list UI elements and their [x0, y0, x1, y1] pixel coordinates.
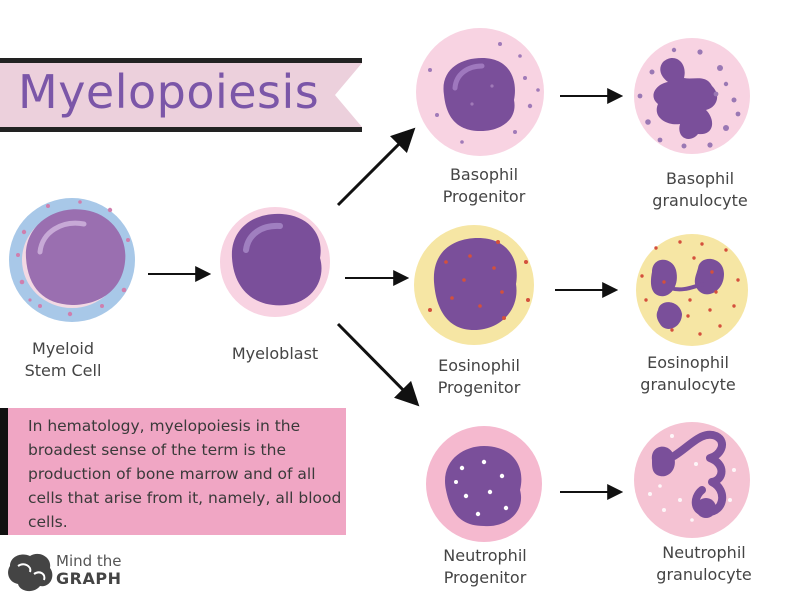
basophil-progenitor-label: Basophil Progenitor: [425, 164, 543, 208]
brand-name-line1: Mind the: [56, 552, 122, 570]
neutrophil-granulocyte-label: Neutrophil granulocyte: [642, 542, 766, 586]
basophil-progenitor-illustration: [416, 28, 544, 156]
stem-cell-label-line1: Myeloid: [32, 339, 94, 358]
neutrophil-progenitor-illustration: [426, 426, 542, 542]
myeloblast-label: Myeloblast: [220, 343, 330, 365]
eosinophil-granulocyte-label-line2: granulocyte: [640, 375, 736, 394]
basophil-progenitor-label-line1: Basophil: [449, 165, 519, 184]
title-banner: [0, 58, 362, 132]
stem-cell-label-line2: Stem Cell: [24, 361, 102, 380]
basophil-progenitor-label-line2: Progenitor: [442, 187, 526, 206]
eosinophil-progenitor-label-line2: Progenitor: [437, 378, 521, 397]
eosinophil-granulocyte-label: Eosinophil granulocyte: [626, 352, 750, 396]
basophil-granulocyte-label-line1: Basophil: [665, 169, 735, 188]
description-text: In hematology, myelopoiesis in the broad…: [28, 417, 342, 531]
basophil-granulocyte-illustration: [634, 38, 750, 154]
eosinophil-progenitor-illustration: [414, 225, 534, 345]
basophil-granulocyte-label-line2: granulocyte: [652, 191, 748, 210]
arrow-myeloblast-to-neutrophil: [336, 322, 420, 407]
neutrophil-progenitor-label-line1: Neutrophil: [443, 546, 527, 565]
stem-cell-label: Myeloid Stem Cell: [18, 338, 108, 382]
neutrophil-progenitor-label: Neutrophil Progenitor: [426, 545, 544, 589]
page-title: Myelopoiesis: [18, 65, 320, 119]
brand-logo-icon: [8, 553, 53, 592]
arrow-myeloblast-to-basophil: [336, 127, 416, 207]
basophil-granulocyte-label: Basophil granulocyte: [638, 168, 762, 212]
brand-name-line2: GRAPH: [56, 569, 122, 588]
stem-cell-illustration: [9, 198, 135, 322]
eosinophil-progenitor-label-line1: Eosinophil: [438, 356, 520, 375]
neutrophil-granulocyte-label-line1: Neutrophil: [662, 543, 746, 562]
eosinophil-progenitor-label: Eosinophil Progenitor: [420, 355, 538, 399]
neutrophil-progenitor-label-line2: Progenitor: [443, 568, 527, 587]
brand-name: Mind the GRAPH: [56, 552, 122, 588]
eosinophil-granulocyte-label-line1: Eosinophil: [647, 353, 729, 372]
myeloblast-illustration: [220, 207, 330, 317]
neutrophil-granulocyte-illustration: [634, 422, 750, 538]
neutrophil-granulocyte-label-line2: granulocyte: [656, 565, 752, 584]
myeloblast-label-line1: Myeloblast: [231, 344, 319, 363]
description-box: [0, 408, 346, 535]
eosinophil-granulocyte-illustration: [636, 234, 748, 346]
